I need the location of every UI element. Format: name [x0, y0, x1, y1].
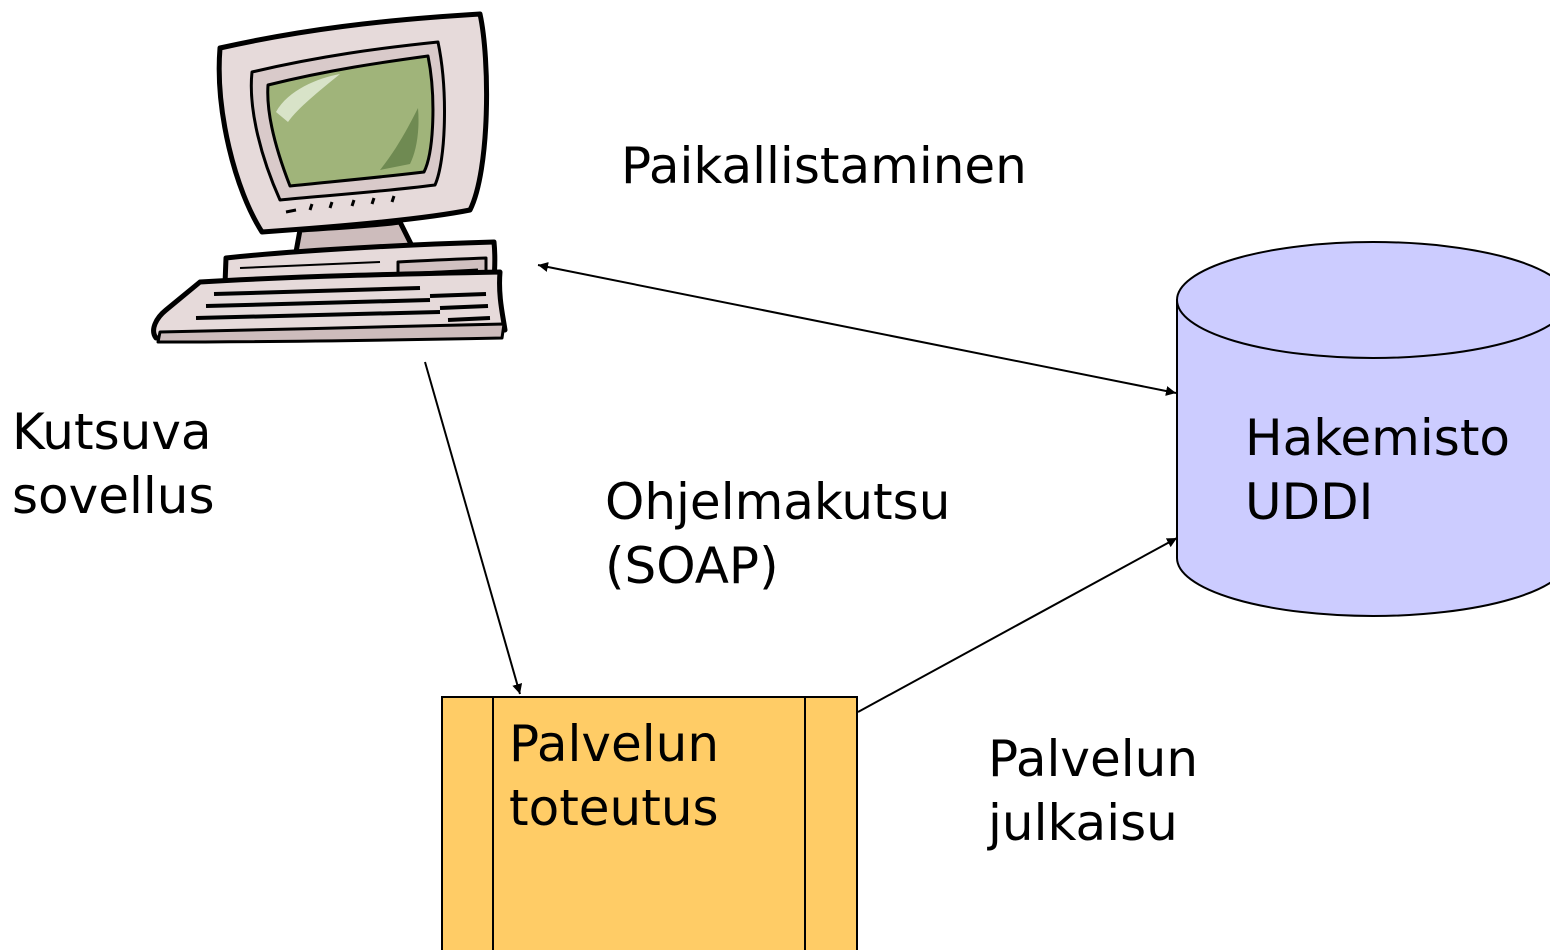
computer-icon	[151, 11, 508, 344]
publish-label-line2: julkaisu	[988, 794, 1178, 852]
directory-label-line1: Hakemisto	[1245, 409, 1511, 467]
publish-label-line1: Palvelun	[988, 730, 1199, 788]
localization-arrow	[537, 262, 1177, 396]
program-call-label-line2: (SOAP)	[605, 537, 779, 595]
implementation-label-line1: Palvelun	[509, 715, 720, 773]
directory-cylinder	[1176, 241, 1550, 617]
client-label-line2: sovellus	[12, 467, 215, 525]
localization-label: Paikallistaminen	[621, 137, 1027, 195]
program-call-arrow	[424, 361, 523, 695]
publish-arrow	[857, 537, 1178, 713]
service-implementation-box	[441, 696, 858, 950]
program-call-label-line1: Ohjelmakutsu	[605, 473, 951, 531]
directory-label-line2: UDDI	[1245, 473, 1374, 531]
implementation-label-line2: toteutus	[509, 779, 719, 837]
client-label-line1: Kutsuva	[12, 403, 212, 461]
